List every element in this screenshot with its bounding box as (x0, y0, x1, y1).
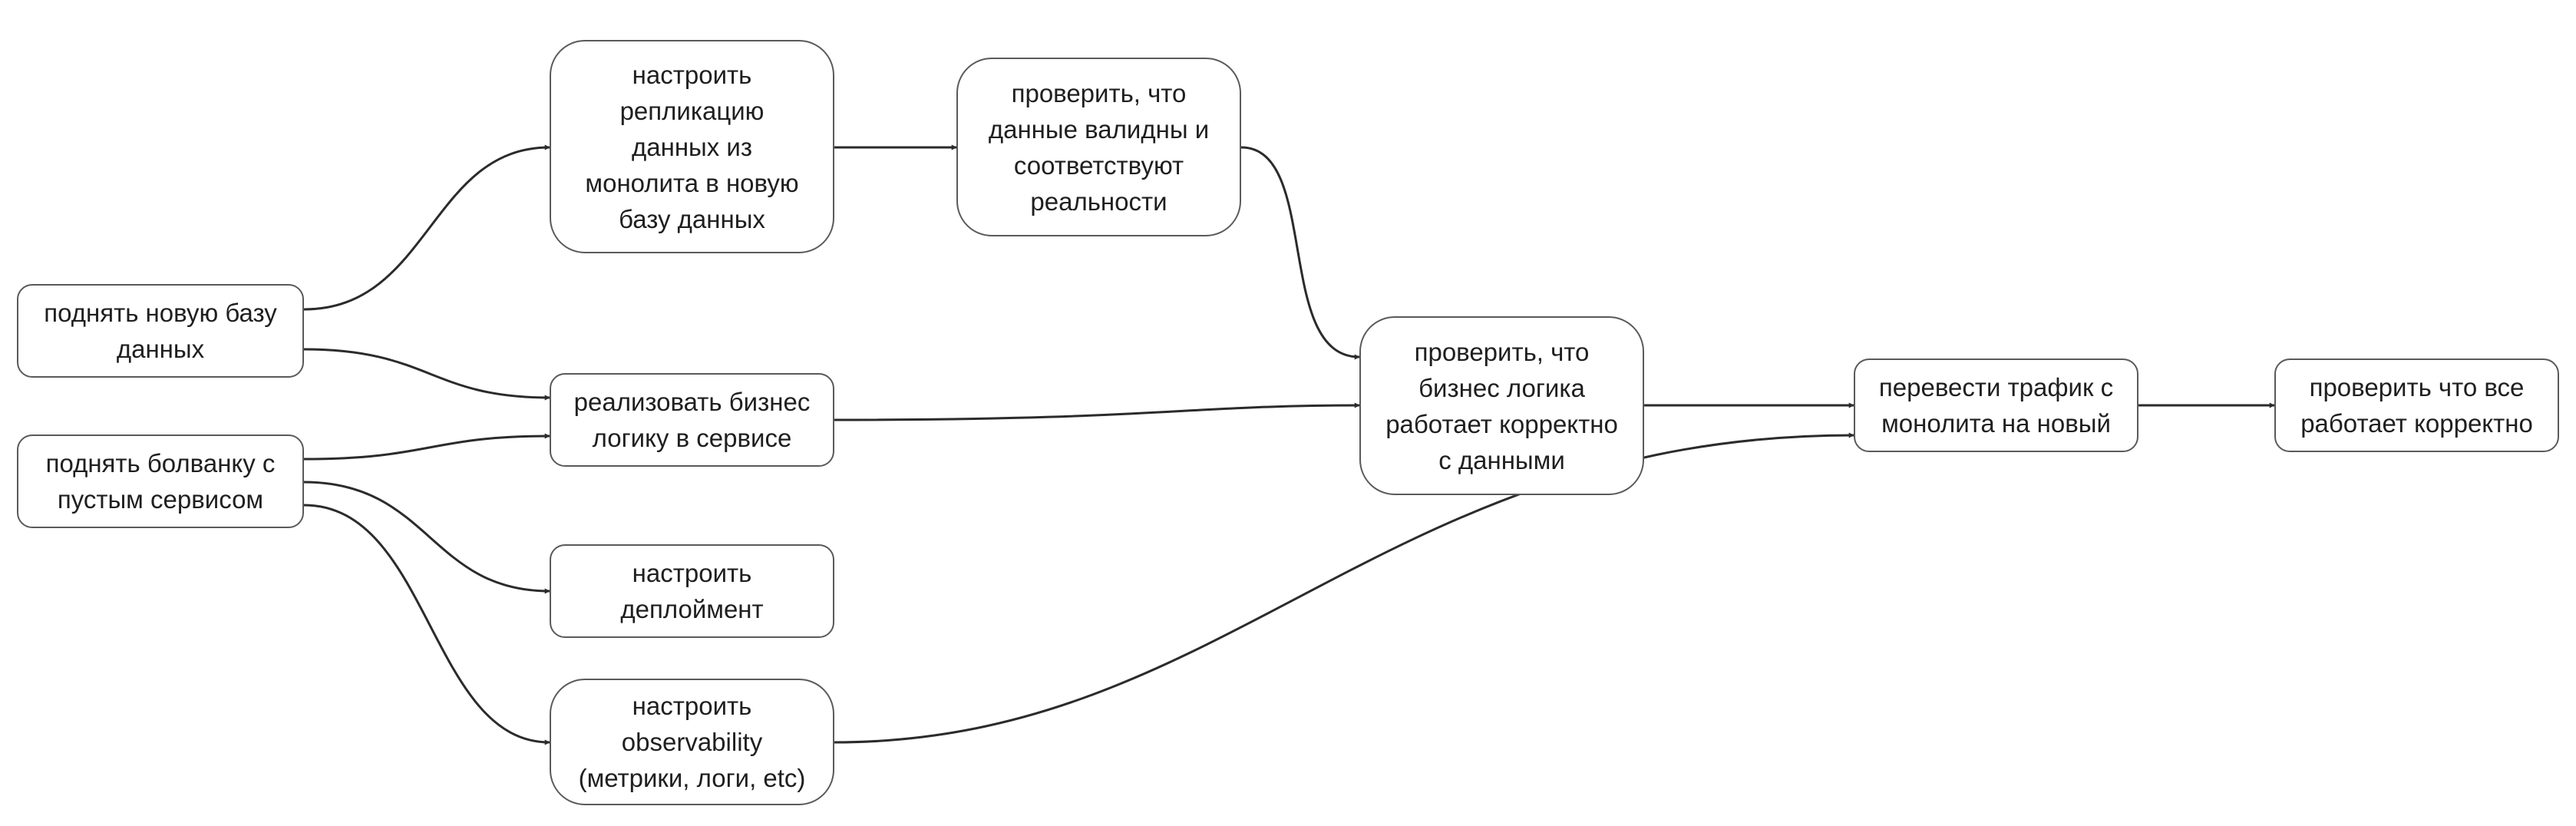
node-deployment[interactable]: настроить деплоймент (550, 544, 834, 638)
node-stub-service[interactable]: поднять болванку с пустым сервисом (17, 434, 304, 528)
edge-stub-service-to-deployment (303, 481, 550, 594)
node-new-db[interactable]: поднять новую базу данных (17, 284, 304, 378)
node-validate-data[interactable]: проверить, что данные валидны и соответс… (956, 58, 1241, 236)
edge-stub-service-to-business-logic (303, 433, 550, 461)
edge-new-db-to-replication (303, 144, 550, 311)
node-business-logic[interactable]: реализовать бизнес логику в сервисе (550, 373, 834, 467)
edge-validate-data-to-verify-logic (1240, 146, 1360, 360)
node-verify-all[interactable]: проверить что все работает корректно (2274, 358, 2559, 452)
node-verify-logic[interactable]: проверить, что бизнес логика работает ко… (1359, 316, 1644, 495)
edge-observability-to-switch-traffic (834, 432, 1854, 744)
edge-business-logic-to-verify-logic (834, 402, 1360, 421)
node-switch-traffic[interactable]: перевести трафик с монолита на новый (1854, 358, 2138, 452)
edge-stub-service-to-observability (303, 504, 550, 745)
node-replication[interactable]: настроить репликацию данных из монолита … (550, 40, 834, 253)
node-observability[interactable]: настроить observability (метрики, логи, … (550, 679, 834, 805)
edge-new-db-to-business-logic (303, 348, 550, 401)
